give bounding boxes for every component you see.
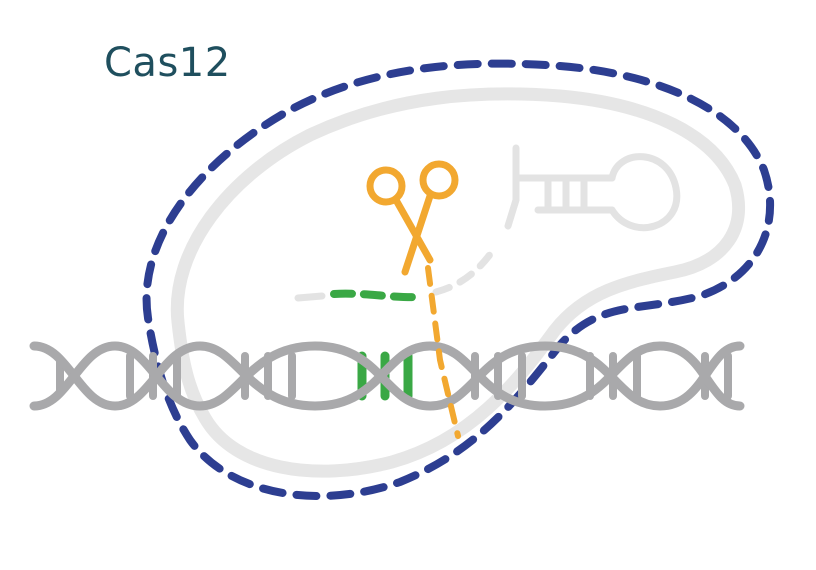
dna-double-helix (29, 341, 745, 411)
protein-body (170, 87, 746, 478)
guide-rna-left-dash (294, 292, 326, 302)
dna-strand-bottom (29, 341, 745, 411)
cleavage-dashed-line (425, 265, 461, 439)
diagram-title: Cas12 (104, 40, 231, 86)
dna-strand-top (29, 341, 745, 411)
guide-rna-hairpin (504, 144, 681, 231)
guide-rna-target-segment (330, 289, 424, 302)
guide-rna-spacer-dash (432, 242, 500, 296)
scissors-icon (366, 160, 459, 276)
protein-dashed-outline (142, 59, 775, 500)
